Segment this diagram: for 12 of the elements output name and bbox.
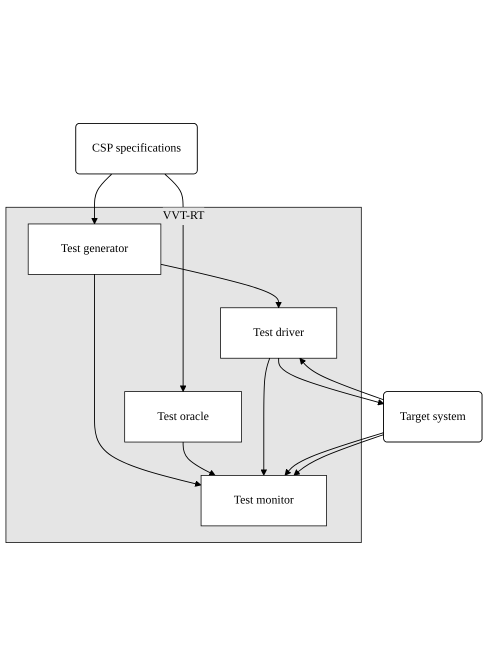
- arrow: [299, 358, 384, 400]
- node-box: Test driver: [220, 307, 338, 359]
- node-box: Test monitor: [200, 475, 327, 526]
- arrow: [164, 174, 186, 392]
- arrow: [94, 274, 202, 487]
- node-box: Test oracle: [124, 391, 242, 442]
- arrow: [182, 442, 216, 476]
- arrow: [91, 174, 112, 224]
- arrow: [260, 358, 270, 476]
- node-box: Test generator: [28, 224, 162, 275]
- arrow: [160, 264, 282, 308]
- arrow: [278, 358, 384, 406]
